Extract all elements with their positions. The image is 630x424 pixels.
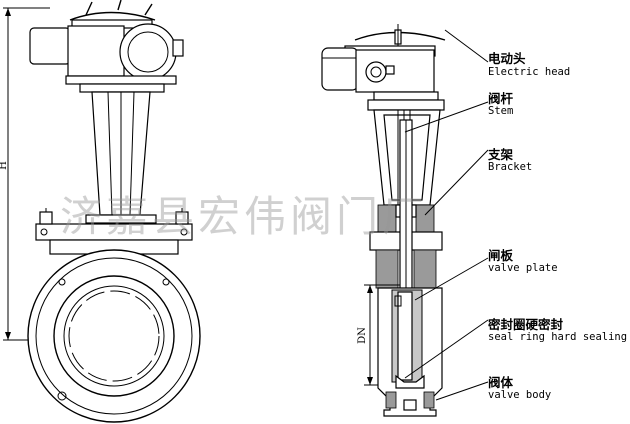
height-dimension — [3, 7, 50, 341]
label-body-en: valve body — [488, 389, 552, 401]
front-bracket — [85, 91, 157, 224]
label-body-cn: 阀体 — [488, 375, 514, 390]
front-actuator — [29, 0, 184, 93]
front-view — [3, 0, 201, 423]
side-body — [377, 287, 443, 417]
label-actuator-cn: 电动头 — [488, 51, 526, 66]
side-actuator — [321, 24, 446, 111]
label-plate-cn: 闸板 — [488, 248, 514, 263]
watermark: 济嘉县宏伟阀门厂 — [60, 192, 429, 241]
label-plate-en: valve plate — [488, 262, 558, 274]
label-seal-cn: 密封圈硬密封 — [488, 317, 564, 332]
label-seal-en: seal ring hard sealing — [488, 331, 628, 343]
label-actuator-en: Electric head — [488, 66, 571, 78]
height-dimension-label: H — [0, 161, 9, 170]
leader-lines — [404, 29, 489, 401]
label-stem-cn: 阀杆 — [488, 91, 514, 106]
label-bracket-cn: 支架 — [488, 147, 514, 162]
label-bracket-en: Bracket — [488, 161, 533, 173]
front-flange — [35, 208, 193, 255]
label-stem-en: Stem — [488, 105, 514, 117]
front-body — [27, 249, 201, 423]
dn-dimension-label: DN — [356, 327, 368, 344]
side-view — [321, 24, 489, 417]
